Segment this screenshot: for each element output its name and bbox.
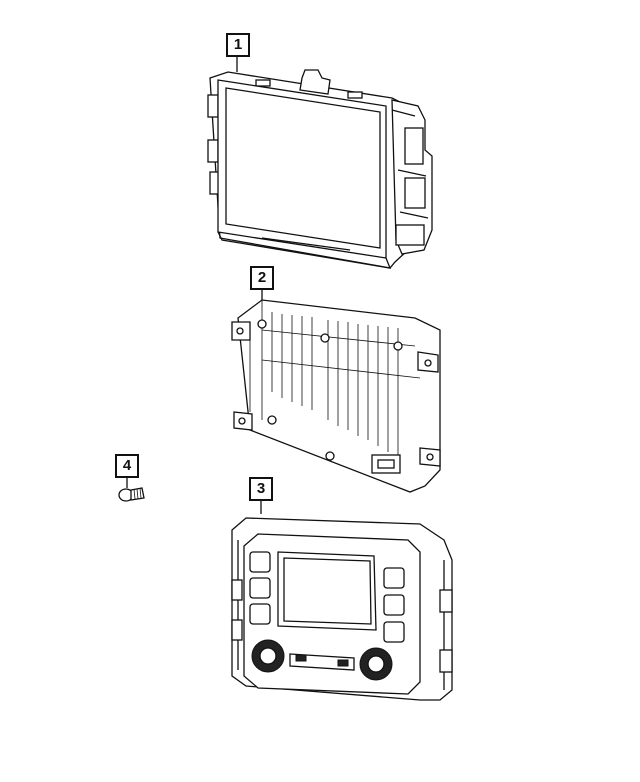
display-module-drawing (207, 57, 433, 269)
callout-4: 4 (115, 454, 139, 478)
control-panel-drawing (231, 500, 453, 701)
callout-2: 2 (250, 266, 274, 290)
callout-3: 3 (249, 477, 273, 501)
radio-module-drawing (231, 289, 441, 493)
callout-1: 1 (226, 33, 250, 57)
screw-drawing (118, 477, 145, 502)
